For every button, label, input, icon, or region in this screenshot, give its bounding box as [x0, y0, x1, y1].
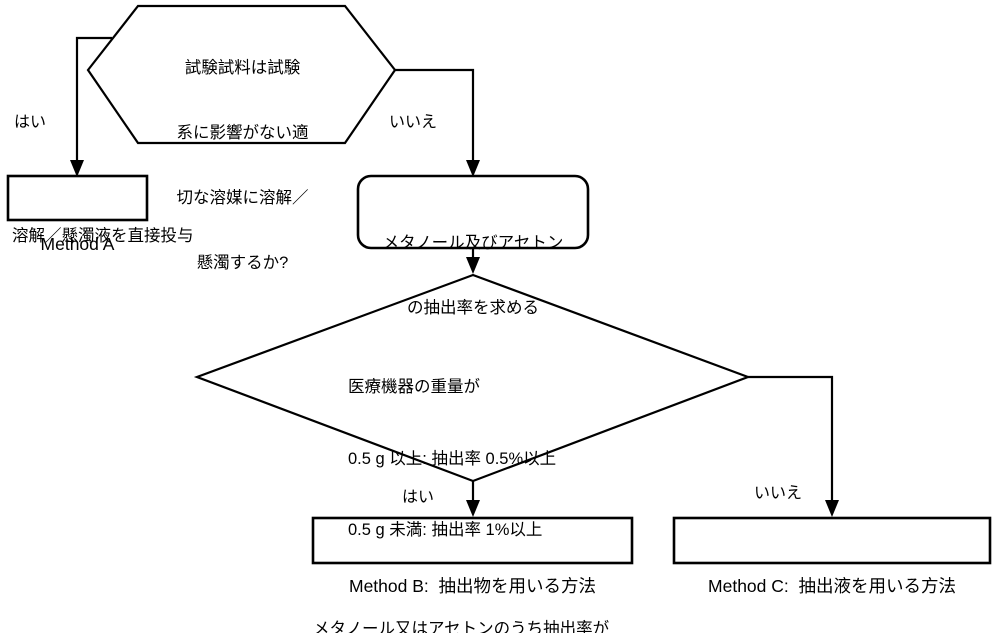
edge-top-yes-arrowhead — [70, 160, 84, 177]
edge-weight-no-line — [748, 375, 834, 506]
edge-top-no-arrowhead — [466, 160, 480, 177]
method-b-label: Method B: 抽出物を用いる方法 — [349, 576, 596, 597]
decision-weight-line-3: 0.5 g 未満: 抽出率 1%以上 — [348, 521, 543, 540]
method-b-box — [311, 516, 634, 565]
decision-top-text: 試験試料は試験 系に影響がない適 切な溶媒に溶解／ 懸濁するか? — [155, 14, 330, 319]
decision-weight-line-2: 0.5 g 以上: 抽出率 0.5%以上 — [348, 449, 557, 468]
edge-top-yes-line — [75, 36, 112, 166]
edge-label-weight-yes: はい — [402, 489, 435, 506]
method-b-label-wrap: Method B: 抽出物を用いる方法 — [313, 518, 632, 596]
decision-top-line-3: 切な溶媒に溶解／ — [176, 189, 309, 208]
method-c-label: Method C: 抽出液を用いる方法 — [708, 576, 956, 597]
method-a-label: Method A — [40, 233, 115, 254]
decision-top-line-2: 系に影響がない適 — [176, 123, 309, 142]
process-extraction-line-2: の抽出率を求める — [407, 298, 539, 317]
method-b-caption: メタノール又はアセトンのうち抽出率が 高い溶媒を用いて抽出物を調製する — [313, 571, 673, 633]
edge-top-no-line — [395, 68, 475, 166]
decision-weight-text: 医療機器の重量が 0.5 g 以上: 抽出率 0.5%以上 0.5 g 未満: … — [348, 328, 648, 591]
decision-top-line-1: 試験試料は試験 — [184, 58, 301, 77]
edge-weight-no-arrowhead — [825, 500, 839, 517]
method-c-label-wrap: Method C: 抽出液を用いる方法 — [674, 518, 990, 596]
method-a-box — [6, 174, 149, 222]
edge-label-top-yes: はい — [14, 114, 47, 131]
process-extraction-text: メタノール及びアセトン の抽出率を求める — [358, 189, 588, 363]
edge-extraction-to-weight-arrowhead — [466, 257, 480, 274]
decision-weight-line-1: 医療機器の重量が — [348, 377, 480, 396]
edge-weight-yes-arrowhead — [466, 500, 480, 517]
method-a-label-wrap: Method A — [8, 176, 147, 254]
edge-label-weight-no: いいえ — [754, 485, 803, 502]
method-c-box — [672, 516, 992, 565]
method-a-caption: 溶解／懸濁液を直接投与 — [12, 227, 194, 245]
process-extraction-line-1: メタノール及びアセトン — [382, 233, 564, 252]
edge-label-top-no: いいえ — [389, 114, 438, 131]
decision-top-line-4: 懸濁するか? — [196, 254, 289, 273]
method-b-caption-line-1: メタノール又はアセトンのうち抽出率が — [313, 619, 610, 633]
